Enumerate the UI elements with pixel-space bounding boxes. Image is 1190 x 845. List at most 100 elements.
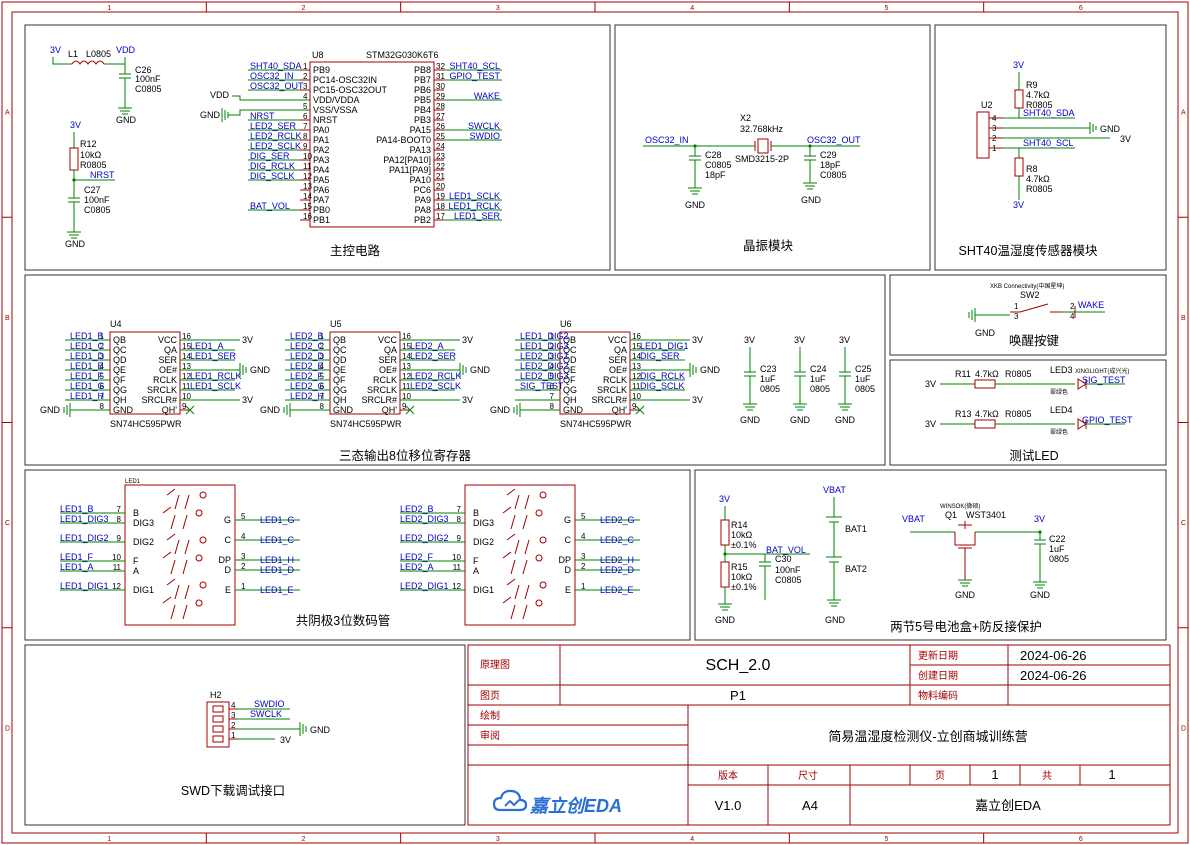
seg-left-name: A <box>473 566 479 576</box>
mcu-left-pin-name: VDD/VDDA <box>313 95 360 105</box>
mcu-right-pin-num: 31 <box>436 72 445 81</box>
shift-left-pin-name: QD <box>113 355 127 365</box>
shift-right-pin-num: 15 <box>182 342 191 351</box>
led-resistor <box>974 419 996 429</box>
shift-reg-body <box>109 331 181 415</box>
tb-page: P1 <box>730 688 746 703</box>
shift-left-net: LED2_D <box>290 351 325 361</box>
shift-right-pin-num: 16 <box>182 332 191 341</box>
shift-right-pin-num: 13 <box>402 362 411 371</box>
mcu-left-pin-name: PA6 <box>313 185 329 195</box>
c28-gnd: GND <box>685 200 706 210</box>
l1-ref: L1 <box>68 49 78 59</box>
shift-left-net: LED2_G <box>290 381 325 391</box>
c27-ref: C27 <box>84 185 101 195</box>
shift-gnd-label: GND <box>490 405 511 415</box>
mcu-left-pin-name: PC15-OSC32OUT <box>313 85 388 95</box>
shift-right-pin-num: 10 <box>182 392 191 401</box>
shift-left-pin-name: QB <box>113 335 126 345</box>
mcu-right-pin-name: PA11[PA9] <box>389 165 431 175</box>
shift-right-net: LED2_SCLK <box>410 381 461 391</box>
seg-left-name: F <box>473 556 479 566</box>
seg-body <box>124 484 236 626</box>
shift-right-pin-num: 11 <box>402 382 411 391</box>
c30-pkg: C0805 <box>775 575 802 585</box>
border-col-bottom: 1 <box>107 836 111 843</box>
seg-left-num: 9 <box>117 534 122 543</box>
mcu-right-pin-name: PB7 <box>414 75 431 85</box>
mcu-right-pin-name: PA15 <box>410 125 431 135</box>
shift-reg-ref: U6 <box>560 319 572 329</box>
seg-left-net: LED1_F <box>60 552 94 562</box>
shift-left-net: LED1_DIG2 <box>520 331 569 341</box>
shift-left-pin-num: 5 <box>550 372 555 381</box>
mcu-left-pin-num: 10 <box>303 152 312 161</box>
mcu-right-net-label: GPIO_TEST <box>449 71 500 81</box>
shift-left-pin-name: QD <box>333 355 347 365</box>
u2-body <box>976 111 990 159</box>
shift-right-pin-name: RCLK <box>603 375 627 385</box>
shift-right-net: LED1_SER <box>190 351 237 361</box>
tb-drawn-label: 绘制 <box>480 709 500 722</box>
mcu-left-net-label: DIG_SER <box>250 151 290 161</box>
mcu-left-net-label: LED2_SER <box>250 121 297 131</box>
shift-right-net: LED1_RCLK <box>190 371 242 381</box>
shift-right-gnd-label: GND <box>250 365 271 375</box>
swd-pin-pad <box>212 735 224 743</box>
c27-value: 100nF <box>84 195 110 205</box>
swd-pin-pad <box>212 715 224 723</box>
seg-left-net: LED1_DIG1 <box>60 581 109 591</box>
sht40-3v-right: 3V <box>1120 134 1131 144</box>
shift-left-pin-num: 3 <box>550 352 555 361</box>
seg-left-name: DIG1 <box>133 585 154 595</box>
shift-left-pin-name: QG <box>113 385 127 395</box>
tb-created: 2024-06-26 <box>1020 668 1087 683</box>
shift-left-pin-num: 2 <box>100 342 105 351</box>
swd-swdio-net: SWDIO <box>254 699 285 709</box>
border-row-right: D <box>1181 725 1186 732</box>
mcu-left-pin-num: 4 <box>303 92 308 101</box>
swd-pin-pad <box>212 725 224 733</box>
seg-right-num: 5 <box>241 512 246 521</box>
tb-project: 简易温湿度检测仪-立创商城训练营 <box>828 729 1027 744</box>
shift-left-pin-name: QD <box>563 355 577 365</box>
mcu-right-pin-num: 22 <box>436 162 445 171</box>
border-row-right: A <box>1181 110 1186 117</box>
u2-pin-num: 2 <box>992 134 997 143</box>
mcu-right-pin-name: PA14-BOOT0 <box>376 135 431 145</box>
swd-pin-num: 1 <box>231 731 236 740</box>
x2-pkg: SMD3215-2P <box>735 154 789 164</box>
border-row-left: B <box>5 315 10 322</box>
shift-right-3v: 3V <box>242 395 253 405</box>
shift-reg-ref: U4 <box>110 319 122 329</box>
shift-gnd-symbol <box>63 403 71 417</box>
shift-right-pin-num: 15 <box>632 342 641 351</box>
mcu-right-pin-num: 30 <box>436 82 445 91</box>
seg-left-net: LED1_DIG2 <box>60 533 109 543</box>
mcu-left-pin-name: PC14-OSC32IN <box>313 75 377 85</box>
bat-gnd: GND <box>825 615 846 625</box>
shift-left-pin-name: QC <box>563 345 577 355</box>
shift-right-pin-num: 12 <box>632 372 641 381</box>
sw2-p2: 2 <box>1070 302 1075 311</box>
mcu-left-pin-num: 1 <box>303 62 308 71</box>
mcu-right-pin-num: 29 <box>436 92 445 101</box>
shift-right-pin-name: QA <box>384 345 397 355</box>
c28-ref: C28 <box>705 150 722 160</box>
mcu-left-pin-num: 14 <box>303 192 312 201</box>
seg-left-name: B <box>473 508 479 518</box>
border-row-left: A <box>5 110 10 117</box>
shift-right-pin-name: QH' <box>382 405 398 415</box>
mcu-right-net-label: SWDIO <box>470 131 501 141</box>
wake-button: XKB Connectivity(中国星坤) SW2 1 2 3 4 WAKE … <box>968 282 1105 338</box>
mcu-vdd-label: VDD <box>210 90 230 100</box>
shift-right-pin-name: SRCLR# <box>141 395 177 405</box>
shift-right-3v: 3V <box>462 335 473 345</box>
mcu-right-pin-num: 20 <box>436 182 445 191</box>
shift-right-3v: 3V <box>242 335 253 345</box>
seg-left-name: F <box>133 556 139 566</box>
shift-right-pin-name: QA <box>164 345 177 355</box>
osc-in-net: OSC32_IN <box>645 135 689 145</box>
section-title-led: 测试LED <box>1009 448 1058 463</box>
